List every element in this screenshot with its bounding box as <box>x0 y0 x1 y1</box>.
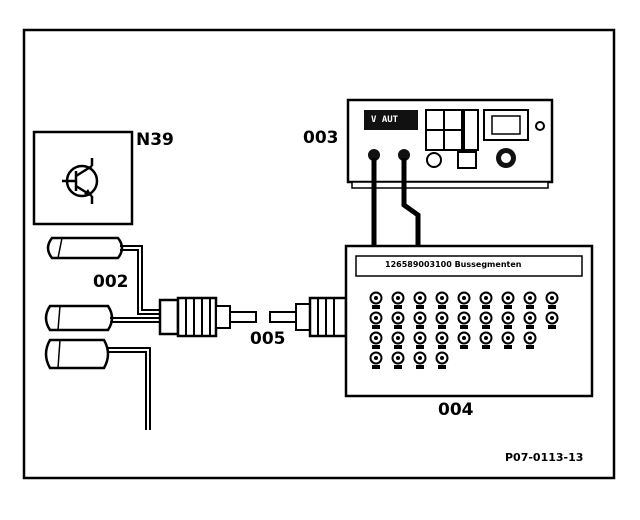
test-socket <box>479 291 493 309</box>
test-socket <box>413 311 427 329</box>
test-socket <box>501 291 515 309</box>
upper-plug <box>46 236 124 260</box>
cable-005-connector <box>269 296 348 338</box>
test-box-header: 126589003100 Bussegmenten <box>385 260 522 269</box>
test-socket <box>391 311 405 329</box>
test-socket <box>545 291 559 309</box>
multimeter-display: V AUT <box>368 115 402 126</box>
test-box-label: 004 <box>438 400 474 420</box>
test-socket <box>413 351 427 369</box>
test-socket <box>435 291 449 309</box>
lower-plugs <box>44 304 114 370</box>
multimeter-003 <box>346 98 554 189</box>
test-socket <box>413 291 427 309</box>
cable-005-label: 005 <box>250 329 286 349</box>
test-socket <box>457 291 471 309</box>
multimeter-label: 003 <box>303 128 339 148</box>
test-socket <box>391 291 405 309</box>
test-socket <box>545 311 559 329</box>
test-socket <box>457 311 471 329</box>
n39-component <box>32 130 134 226</box>
adapter-002-connector <box>158 296 257 338</box>
test-socket <box>501 311 515 329</box>
n39-label: N39 <box>136 130 174 150</box>
adapter-wires <box>108 245 160 430</box>
test-socket <box>413 331 427 349</box>
test-socket <box>369 331 383 349</box>
test-socket <box>479 311 493 329</box>
test-socket <box>457 331 471 349</box>
adapter-cable-label: 002 <box>93 272 129 292</box>
test-box-sockets <box>369 291 559 369</box>
test-socket <box>523 331 537 349</box>
test-socket <box>391 351 405 369</box>
test-socket <box>391 331 405 349</box>
test-socket <box>523 311 537 329</box>
test-socket <box>479 331 493 349</box>
test-socket <box>501 331 515 349</box>
test-socket <box>369 291 383 309</box>
test-socket <box>435 311 449 329</box>
test-socket <box>435 351 449 369</box>
figure-reference: P07-0113-13 <box>505 451 584 464</box>
test-socket <box>369 311 383 329</box>
figure-frame <box>22 28 616 480</box>
test-socket <box>369 351 383 369</box>
test-socket <box>523 291 537 309</box>
test-socket <box>435 331 449 349</box>
